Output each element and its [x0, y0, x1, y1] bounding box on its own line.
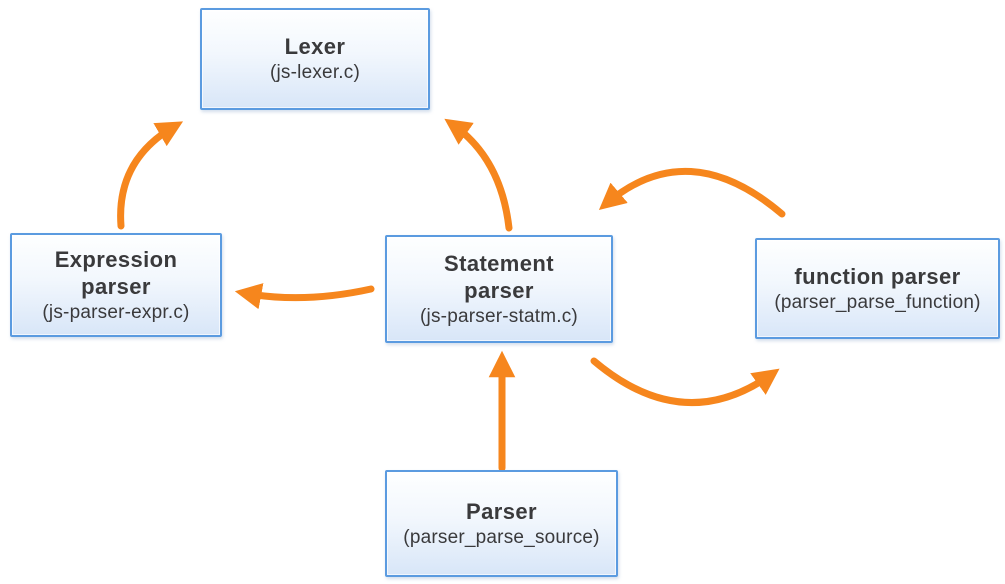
- node-lexer: Lexer (js-lexer.c): [200, 8, 430, 110]
- node-parser-subtitle: (parser_parse_source): [403, 526, 600, 548]
- node-parser: Parser (parser_parse_source): [385, 470, 618, 577]
- node-parser-title: Parser: [466, 498, 537, 524]
- arrow-expression-parser-to-lexer: [117, 121, 184, 230]
- node-function-parser-title: function parser: [794, 263, 961, 289]
- node-statement-parser: Statement parser (js-parser-statm.c): [385, 235, 613, 343]
- node-lexer-subtitle: (js-lexer.c): [269, 62, 360, 83]
- arrow-function-parser-to-statement-parser: [598, 167, 786, 218]
- node-statement-parser-title: Statement parser: [444, 250, 554, 303]
- arrow-statement-parser-to-lexer: [444, 118, 513, 232]
- node-statement-parser-subtitle: (js-parser-statm.c): [420, 305, 578, 327]
- node-expression-parser: Expression parser (js-parser-expr.c): [10, 233, 222, 337]
- node-expression-parser-title: Expression parser: [54, 246, 178, 299]
- node-lexer-title: Lexer: [284, 34, 346, 59]
- arrow-statement-parser-to-function-parser: [590, 357, 780, 407]
- node-expression-parser-subtitle: (js-parser-expr.c): [42, 301, 190, 323]
- arrow-statement-parser-to-expression-parser: [234, 283, 375, 310]
- node-function-parser-subtitle: (parser_parse_function): [774, 291, 981, 313]
- node-function-parser: function parser (parser_parse_function): [755, 238, 1000, 339]
